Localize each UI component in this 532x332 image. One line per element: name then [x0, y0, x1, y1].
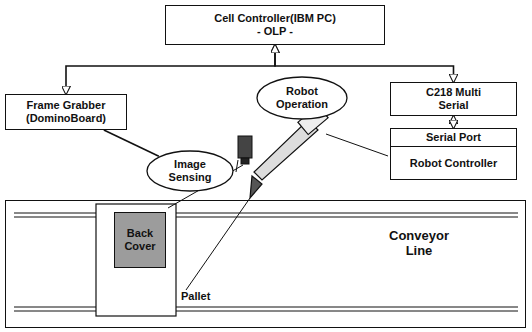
- node-text: Back Cover: [120, 227, 160, 252]
- node-text: Robot Operation: [269, 85, 335, 110]
- node-text: Serial Port: [426, 131, 481, 144]
- camera: [238, 136, 252, 164]
- node-text: Robot Controller: [410, 157, 497, 170]
- port-box: Serial Port: [390, 128, 517, 147]
- connector: [104, 130, 159, 156]
- conveyor-frame: Back Cover Conveyor Line: [5, 200, 526, 328]
- part-label: Pallet: [180, 290, 211, 303]
- connector: [453, 116, 455, 128]
- pallet: [96, 204, 176, 316]
- controller-box: Robot Controller: [390, 146, 517, 180]
- part-box: Back Cover: [114, 212, 166, 268]
- controller-box: Cell Controller(IBM PC)- OLP -: [165, 5, 385, 45]
- node-text: Frame Grabber (DominoBoard): [11, 99, 121, 124]
- node-text: - OLP -: [257, 25, 293, 38]
- connector: [66, 45, 275, 94]
- function-ellipse: Image Sensing: [146, 150, 234, 192]
- function-ellipse: Robot Operation: [256, 76, 348, 120]
- grabber-box: Frame Grabber (DominoBoard): [5, 94, 127, 130]
- node-text: Image Sensing: [160, 158, 220, 183]
- node-text: C218 Multi Serial: [414, 86, 494, 111]
- robot-arm: [250, 106, 328, 198]
- node-text: Cell Controller(IBM PC): [214, 12, 336, 25]
- conveyor-rails: [14, 213, 518, 311]
- serial-card-box: C218 Multi Serial: [390, 82, 517, 116]
- node-text: Conveyor Line: [384, 229, 454, 259]
